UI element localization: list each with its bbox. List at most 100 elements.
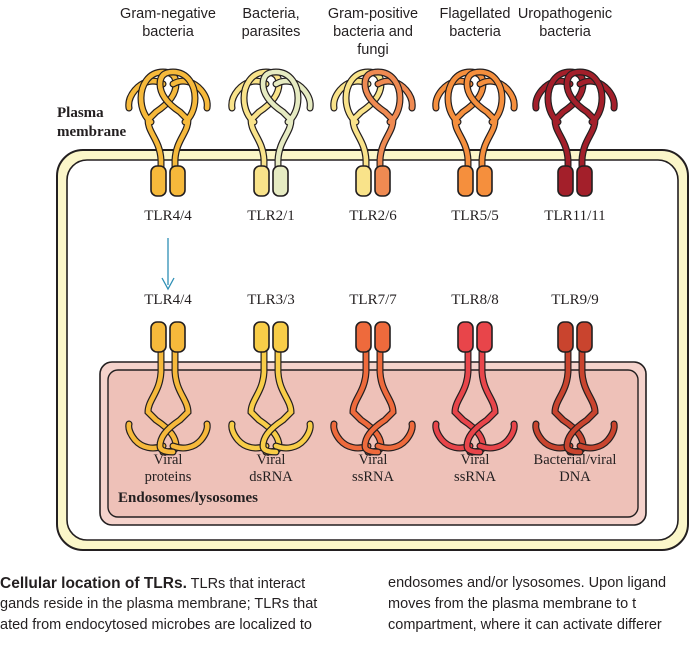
surface-ligand-label: Bacteria,parasites — [241, 6, 301, 40]
surface-tlr-dimer — [330, 68, 416, 197]
receptor-chain-right — [361, 68, 404, 194]
receptor-chain-right — [463, 344, 499, 456]
receptor-chain-right-fill — [564, 69, 605, 193]
surface-tlr-label: TLR2/1 — [247, 208, 295, 224]
translocation-arrow — [161, 238, 175, 291]
endosomal-tlr-label: TLR7/7 — [349, 292, 397, 308]
endosomal-tlr-dimer — [330, 321, 416, 456]
ectodomain-left-fill — [331, 78, 371, 111]
tir-domain-left — [557, 321, 574, 353]
ectodomain-right — [374, 420, 416, 452]
tir-domain-right — [272, 165, 289, 197]
ectodomain-right-fill — [375, 421, 415, 451]
receptor-chain-right-fill — [260, 69, 301, 193]
tir-domain-right — [169, 165, 186, 197]
ectodomain-right-fill — [170, 421, 210, 451]
ectodomain-right-fill — [477, 421, 517, 451]
ectodomain-right — [169, 420, 211, 452]
receptor-chain-right-fill — [464, 345, 498, 455]
ectodomain-left — [532, 77, 574, 112]
receptor-chain-right — [156, 68, 199, 194]
tir-domain-right — [272, 321, 289, 353]
tir-domain-right — [476, 165, 493, 197]
receptor-chain-right-fill — [564, 345, 598, 455]
ectodomain-right — [272, 420, 314, 452]
ectodomain-left-fill — [126, 78, 166, 111]
ectodomain-right — [476, 420, 518, 452]
ectodomain-right-fill — [170, 78, 210, 111]
receptor-chain-right — [361, 344, 397, 456]
tir-domain-right — [169, 321, 186, 353]
receptor-chain-right — [563, 344, 599, 456]
ectodomain-right — [576, 77, 618, 112]
tir-domain-left — [355, 321, 372, 353]
ectodomain-left-fill — [533, 78, 573, 111]
ectodomain-right — [169, 77, 211, 112]
ectodomain-left-fill — [433, 78, 473, 111]
receptor-chain-right — [259, 68, 302, 194]
receptor-chain-right-fill — [260, 345, 294, 455]
ectodomain-left — [330, 77, 372, 112]
ectodomain-right-fill — [477, 78, 517, 111]
figure-caption-left: Cellular location of TLRs. TLRs that int… — [0, 573, 358, 636]
ectodomain-right — [272, 77, 314, 112]
tir-domain-right — [576, 321, 593, 353]
surface-tlr-dimer — [532, 68, 618, 197]
ectodomain-left — [228, 420, 270, 452]
endosomal-tlr-dimer — [432, 321, 518, 456]
endosomal-tlr-dimer — [125, 321, 211, 456]
ectodomain-left — [432, 420, 474, 452]
tir-domain-right — [374, 165, 391, 197]
surface-tlr-label: TLR5/5 — [451, 208, 499, 224]
tir-domain-left — [253, 165, 270, 197]
tir-domain-right — [576, 165, 593, 197]
endosomal-tlr-dimer — [532, 321, 618, 456]
tir-domain-left — [150, 321, 167, 353]
ectodomain-left — [125, 420, 167, 452]
receptor-chain-right — [563, 68, 606, 194]
caption-line: compartment, where it can activate diffe… — [388, 617, 662, 633]
caption-line: Cellular location of TLRs. TLRs that int… — [0, 573, 358, 594]
endosomal-tlr-label: TLR3/3 — [247, 292, 295, 308]
tir-domain-left — [457, 165, 474, 197]
caption-line: ated from endocytosed microbes are local… — [0, 617, 312, 633]
ectodomain-right-fill — [577, 78, 617, 111]
ectodomain-left — [228, 77, 270, 112]
ectodomain-right — [576, 420, 618, 452]
ectodomain-left — [330, 420, 372, 452]
receptor-chain-right — [156, 344, 192, 456]
surface-tlr-dimer — [125, 68, 211, 197]
receptor-chain-right-fill — [362, 69, 403, 193]
tir-domain-left — [457, 321, 474, 353]
surface-tlr-label: TLR4/4 — [144, 208, 192, 224]
ectodomain-left-fill — [229, 78, 269, 111]
endosome-inner — [107, 369, 639, 518]
caption-line: moves from the plasma membrane to t — [388, 596, 637, 612]
figure-caption-right: endosomes and/or lysosomes. Upon ligand … — [388, 573, 698, 636]
tir-domain-left — [150, 165, 167, 197]
ectodomain-left — [125, 77, 167, 112]
ectodomain-left — [432, 77, 474, 112]
surface-tlr-label: TLR2/6 — [349, 208, 397, 224]
ectodomain-left-fill — [229, 421, 269, 451]
ectodomain-right — [374, 77, 416, 112]
ectodomain-left-fill — [433, 421, 473, 451]
ectodomain-right-fill — [273, 78, 313, 111]
receptor-chain-right-fill — [157, 69, 198, 193]
surface-tlr-label: TLR11/11 — [544, 208, 606, 224]
endosomal-tlr-label: TLR4/4 — [144, 292, 192, 308]
endosomal-tlr-dimer — [228, 321, 314, 456]
receptor-chain-right-fill — [362, 345, 396, 455]
ectodomain-right-fill — [375, 78, 415, 111]
caption-title: Cellular location of TLRs. — [0, 575, 187, 592]
